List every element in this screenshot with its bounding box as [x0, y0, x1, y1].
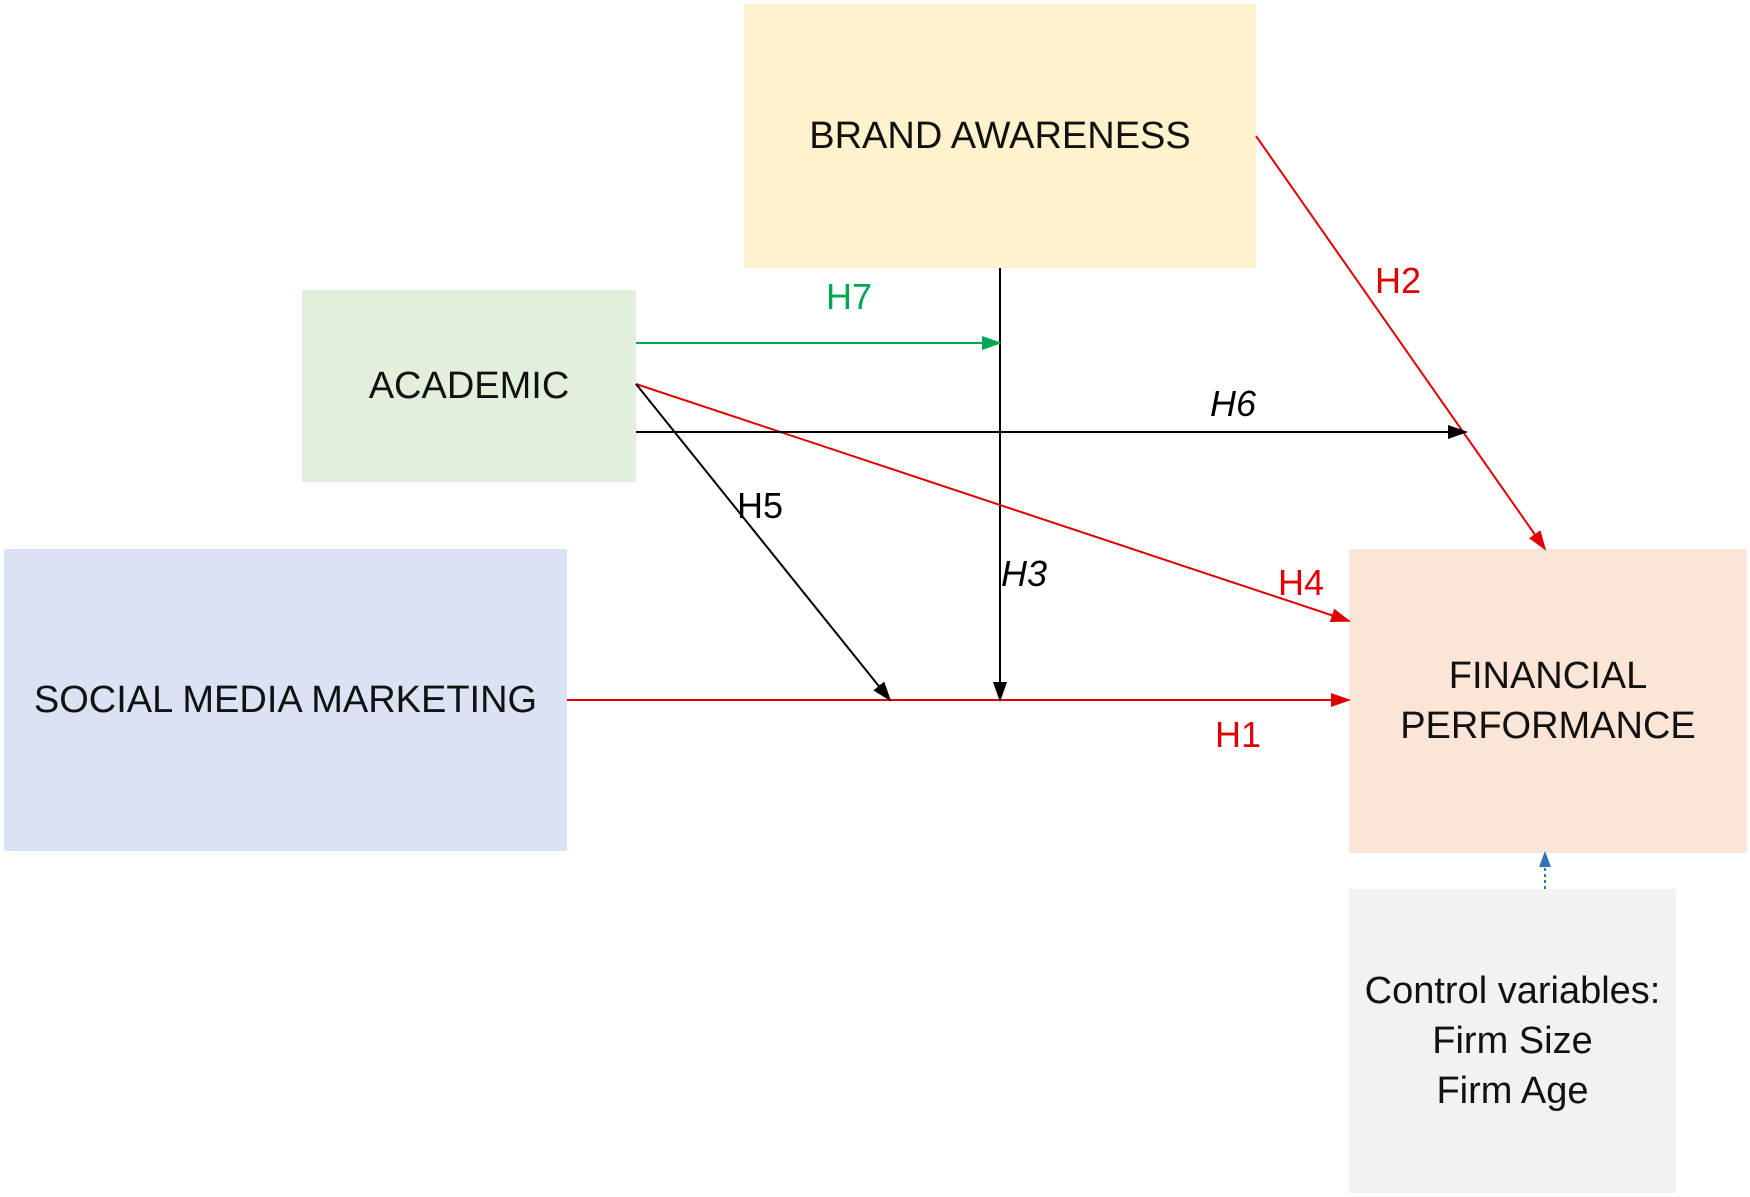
label-h1: H1 — [1215, 714, 1262, 755]
control-variables-text: Control variables: Firm Size Firm Age — [1365, 966, 1661, 1116]
academic-label: ACADEMIC — [368, 364, 570, 407]
label-h6: H6 — [1210, 383, 1257, 424]
label-h4: H4 — [1278, 562, 1325, 603]
social-media-marketing-node: SOCIAL MEDIA MARKETING — [4, 549, 567, 851]
label-h5: H5 — [737, 485, 784, 526]
control-variables-node: Control variables: Firm Size Firm Age — [1349, 889, 1676, 1193]
control-variables-heading: Control variables: — [1364, 969, 1661, 1012]
label-h3: H3 — [1001, 553, 1048, 594]
brand-awareness-label: BRAND AWARENESS — [809, 114, 1191, 157]
control-variable-firm-age: Firm Age — [1436, 1070, 1589, 1113]
arrow-h2 — [1255, 135, 1547, 551]
financial-performance-line1: FINANCIAL — [1448, 654, 1648, 697]
academic-node: ACADEMIC — [302, 290, 636, 482]
social-media-marketing-label: SOCIAL MEDIA MARKETING — [33, 678, 538, 721]
arrow-h5 — [635, 383, 892, 702]
financial-performance-text: FINANCIAL PERFORMANCE — [1400, 651, 1696, 751]
brand-awareness-node: BRAND AWARENESS — [744, 4, 1256, 268]
arrow-h4 — [635, 383, 1351, 622]
label-h7: H7 — [826, 276, 873, 317]
label-h2: H2 — [1375, 260, 1422, 301]
financial-performance-node: FINANCIAL PERFORMANCE — [1349, 549, 1747, 853]
control-variable-firm-size: Firm Size — [1432, 1019, 1593, 1062]
financial-performance-line2: PERFORMANCE — [1400, 705, 1696, 747]
